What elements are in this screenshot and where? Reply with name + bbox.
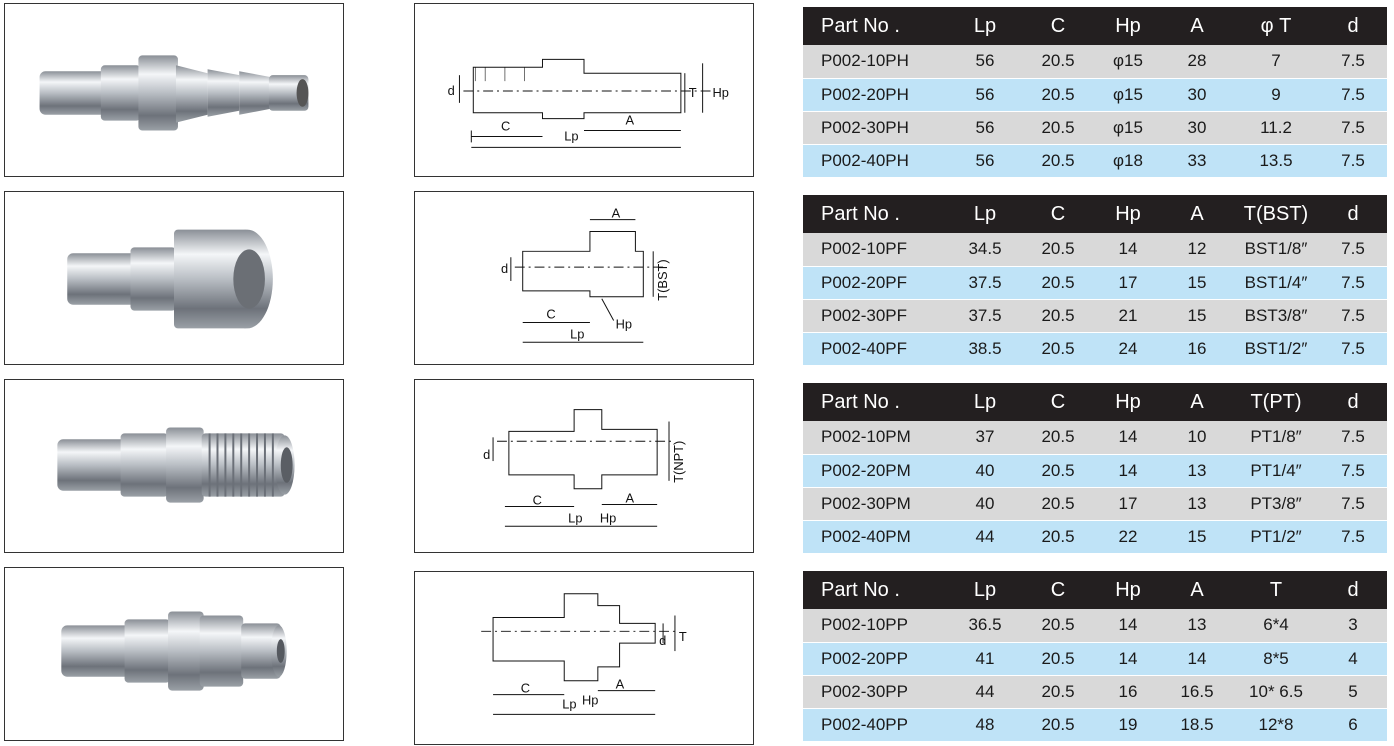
col-d: d: [1319, 383, 1387, 421]
col-t: T: [1233, 571, 1319, 609]
col-d: d: [1319, 195, 1387, 233]
col-d: d: [1319, 7, 1387, 45]
dim-label-c: C: [533, 493, 542, 508]
dim-label-hp: Hp: [582, 692, 598, 707]
dim-label-c: C: [521, 681, 530, 696]
technical-drawing-ph: d C Lp A T Hp: [414, 3, 754, 177]
technical-drawing-pm: d C Lp Hp A T(NPT): [414, 379, 754, 553]
col-hp: Hp: [1095, 571, 1161, 609]
col-part-no: Part No .: [803, 383, 949, 421]
dim-label-c: C: [501, 119, 510, 134]
female-thread-plug-image: [67, 229, 273, 329]
col-a: A: [1161, 383, 1233, 421]
dim-label-d: d: [501, 261, 508, 276]
col-c: C: [1021, 195, 1095, 233]
dim-label-t: T: [679, 629, 687, 644]
dim-label-a: A: [616, 677, 625, 692]
hose-nut-plug-image: [61, 611, 287, 691]
dim-label-a: A: [626, 491, 635, 506]
col-part-no: Part No .: [803, 571, 949, 609]
product-photo-pp: [4, 567, 344, 741]
col-t: φ T: [1233, 7, 1319, 45]
dim-label-c: C: [546, 307, 555, 322]
col-hp: Hp: [1095, 7, 1161, 45]
dim-label-lp: Lp: [562, 696, 576, 711]
technical-drawing-pp: C Lp Hp A d T: [414, 571, 754, 745]
dim-label-t-bst: T(BST): [655, 259, 670, 300]
dim-label-hp: Hp: [600, 510, 616, 525]
col-hp: Hp: [1095, 383, 1161, 421]
col-a: A: [1161, 571, 1233, 609]
product-photo-pf: [4, 191, 344, 365]
dim-label-d: d: [483, 447, 490, 462]
col-part-no: Part No .: [803, 195, 949, 233]
col-lp: Lp: [949, 383, 1021, 421]
col-a: A: [1161, 7, 1233, 45]
dim-label-t: T: [689, 85, 697, 100]
dim-label-a: A: [612, 206, 621, 221]
dim-label-lp: Lp: [564, 128, 578, 143]
dim-label-lp: Lp: [568, 510, 582, 525]
dim-label-a: A: [626, 113, 635, 128]
col-lp: Lp: [949, 7, 1021, 45]
col-c: C: [1021, 383, 1095, 421]
male-thread-plug-image: [57, 427, 295, 503]
technical-drawing-pf: A d C Lp Hp T(BST): [414, 191, 754, 365]
col-t: T(PT): [1233, 383, 1319, 421]
col-lp: Lp: [949, 195, 1021, 233]
product-photo-pm: [4, 379, 344, 553]
col-t: T(BST): [1233, 195, 1319, 233]
dim-label-hp: Hp: [616, 316, 632, 331]
dim-label-lp: Lp: [570, 326, 584, 341]
col-lp: Lp: [949, 571, 1021, 609]
dim-label-t-npt: T(NPT): [671, 441, 686, 483]
col-hp: Hp: [1095, 195, 1161, 233]
col-c: C: [1021, 571, 1095, 609]
col-part-no: Part No .: [803, 7, 949, 45]
hose-barb-plug-image: [39, 55, 309, 131]
col-c: C: [1021, 7, 1095, 45]
col-a: A: [1161, 195, 1233, 233]
product-photo-ph: [4, 3, 344, 177]
col-d: d: [1319, 571, 1387, 609]
dim-label-d: d: [659, 633, 666, 648]
dim-label-d: d: [448, 83, 455, 98]
dim-label-hp: Hp: [713, 85, 729, 100]
